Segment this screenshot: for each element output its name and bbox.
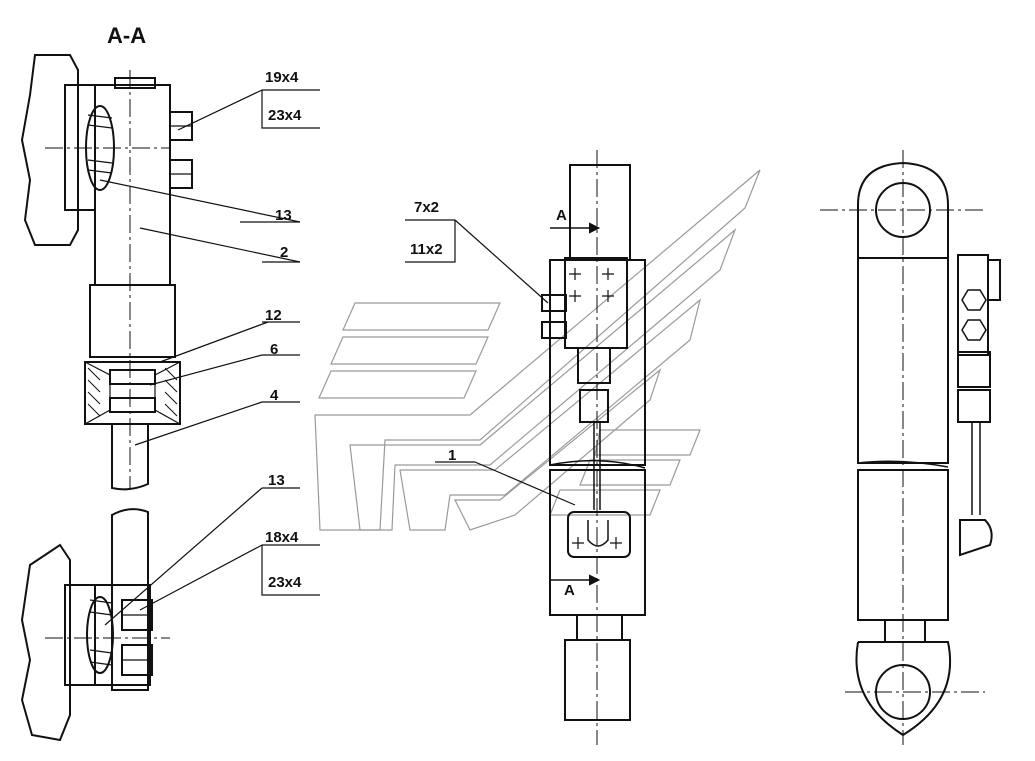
callout-23x4-top: 23x4 <box>268 107 302 124</box>
callout-11x2: 11x2 <box>410 241 443 258</box>
callout-2: 2 <box>280 244 289 261</box>
callout-1: 1 <box>448 447 457 464</box>
callout-13-bottom: 13 <box>268 472 285 489</box>
leader-lines-center <box>405 219 576 506</box>
left-section-view <box>20 54 193 742</box>
callout-18x4: 18x4 <box>265 529 299 546</box>
section-title: A-A <box>107 23 147 48</box>
callout-12: 12 <box>265 307 282 324</box>
callout-7x2: 7x2 <box>414 199 440 216</box>
leader-lines-left <box>99 89 320 626</box>
watermark-logo <box>314 169 761 531</box>
callout-6: 6 <box>270 341 279 358</box>
callout-19x4: 19x4 <box>265 69 299 86</box>
callout-13-top: 13 <box>275 207 292 224</box>
callout-4: 4 <box>270 387 279 404</box>
right-side-view <box>820 150 1001 745</box>
callout-23x4-bottom: 23x4 <box>268 574 302 591</box>
center-front-view <box>541 150 646 745</box>
section-mark-top: A <box>556 207 567 224</box>
section-mark-bottom: A <box>564 582 575 599</box>
